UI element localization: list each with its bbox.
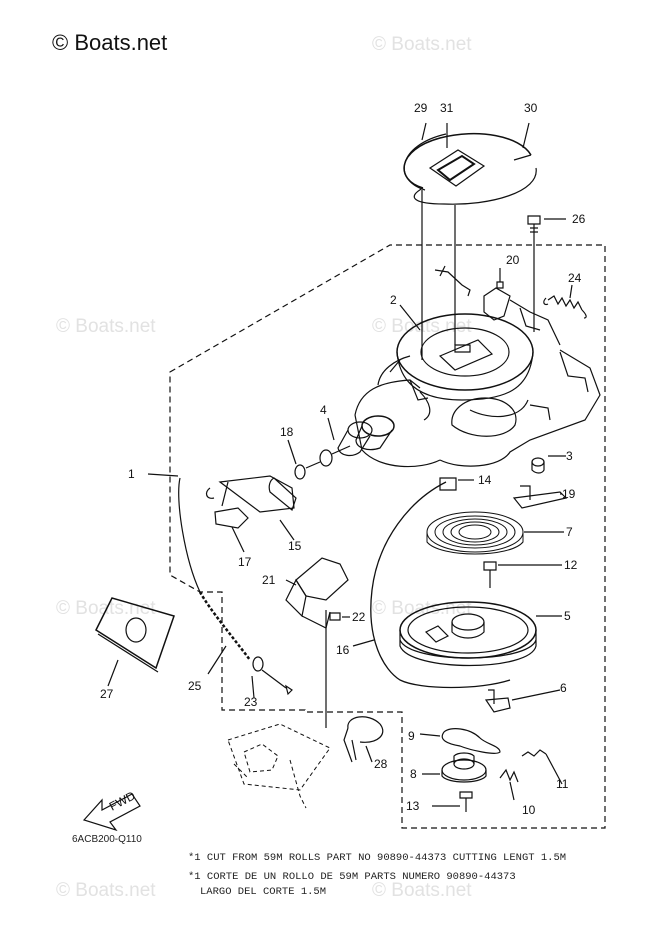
callout-14: 14 xyxy=(478,473,492,487)
callout-11: 11 xyxy=(556,777,569,791)
rope-path xyxy=(178,477,201,593)
spring-11 xyxy=(521,749,563,785)
cable-16 xyxy=(370,477,511,689)
callout-6: 6 xyxy=(560,681,567,695)
callout-22: 22 xyxy=(352,610,366,624)
leader-18 xyxy=(287,439,297,465)
bolt-26 xyxy=(527,215,541,236)
ring-3 xyxy=(531,457,545,474)
callout-13: 13 xyxy=(406,799,420,813)
reference-engine-bracket xyxy=(227,723,331,809)
leader-29 xyxy=(421,122,427,141)
watermark: © Boats.net xyxy=(56,316,156,337)
plate-9 xyxy=(441,728,501,754)
callout-18: 18 xyxy=(280,425,294,439)
callout-2: 2 xyxy=(390,293,397,307)
bolt-13 xyxy=(459,791,473,812)
diagram-code: 6ACB200-Q110 xyxy=(72,834,142,845)
callout-21: 21 xyxy=(262,573,276,587)
decal-ring-29 xyxy=(403,132,537,205)
cutting-note-es: *1 CORTE DE UN ROLLO DE 59M PARTS NUMERO… xyxy=(188,871,516,883)
callout-28: 28 xyxy=(374,757,388,771)
collar-4 xyxy=(337,415,395,457)
callout-7: 7 xyxy=(566,525,573,539)
callout-15: 15 xyxy=(288,539,302,553)
grommet-23 xyxy=(252,656,293,696)
rope-handle-parts xyxy=(205,445,351,529)
hook-28 xyxy=(343,716,384,763)
leader-25 xyxy=(207,645,227,675)
spring-24 xyxy=(543,295,587,319)
assembly-dashed-outline xyxy=(169,244,606,829)
leader-21 xyxy=(285,579,297,586)
leader-1 xyxy=(147,473,179,477)
reel-5 xyxy=(399,601,537,667)
callout-5: 5 xyxy=(564,609,571,623)
callout-29: 29 xyxy=(414,101,428,115)
clip-20 xyxy=(434,265,561,346)
leader-30 xyxy=(522,122,530,149)
callout-1: 1 xyxy=(128,467,135,481)
callout-16: 16 xyxy=(336,643,350,657)
callout-20: 20 xyxy=(506,253,520,267)
spiral-spring-7 xyxy=(426,511,524,555)
watermark: © Boats.net xyxy=(56,880,156,901)
leader-17 xyxy=(231,526,245,553)
leader-16 xyxy=(352,639,375,647)
starter-case-2 xyxy=(354,313,601,468)
cutting-note-es-length: LARGO DEL CORTE 1.5M xyxy=(200,886,327,898)
leader-23 xyxy=(251,675,255,699)
pawl-6 xyxy=(484,689,561,713)
leader-24 xyxy=(569,284,573,299)
callout-19: 19 xyxy=(562,487,576,501)
bolt-12 xyxy=(483,561,497,588)
spring-10 xyxy=(499,768,519,801)
copyright-text: © Boats.net xyxy=(52,30,168,55)
leader-4 xyxy=(327,417,335,441)
callout-17: 17 xyxy=(238,555,252,569)
leader-2 xyxy=(399,304,421,331)
callout-30: 30 xyxy=(524,101,538,115)
callout-3: 3 xyxy=(566,449,573,463)
bolt-22 xyxy=(329,612,341,621)
leader-9 xyxy=(419,733,441,737)
bushing-8 xyxy=(441,752,487,783)
callout-9: 9 xyxy=(408,729,415,743)
callout-23: 23 xyxy=(244,695,258,709)
callout-25: 25 xyxy=(188,679,202,693)
callout-12: 12 xyxy=(564,558,578,572)
cover-27 xyxy=(95,597,175,673)
watermark: © Boats.net xyxy=(372,880,472,901)
callout-27: 27 xyxy=(100,687,114,701)
rope-25 xyxy=(198,591,251,661)
leader-27 xyxy=(107,659,119,687)
callout-31: 31 xyxy=(440,101,454,115)
fwd-arrow-icon xyxy=(82,793,141,832)
callout-24: 24 xyxy=(568,271,582,285)
watermark: © Boats.net xyxy=(372,34,472,55)
decal-plate-31 xyxy=(428,149,486,187)
leader-15 xyxy=(279,519,295,541)
lever-19 xyxy=(512,485,568,509)
callout-4: 4 xyxy=(320,403,327,417)
leader-28 xyxy=(365,745,373,763)
callout-10: 10 xyxy=(522,803,536,817)
cutting-note-en: *1 CUT FROM 59M ROLLS PART NO 90890-4437… xyxy=(188,852,567,864)
bracket-21 xyxy=(285,557,349,728)
callout-26: 26 xyxy=(572,212,586,226)
callout-8: 8 xyxy=(410,767,417,781)
